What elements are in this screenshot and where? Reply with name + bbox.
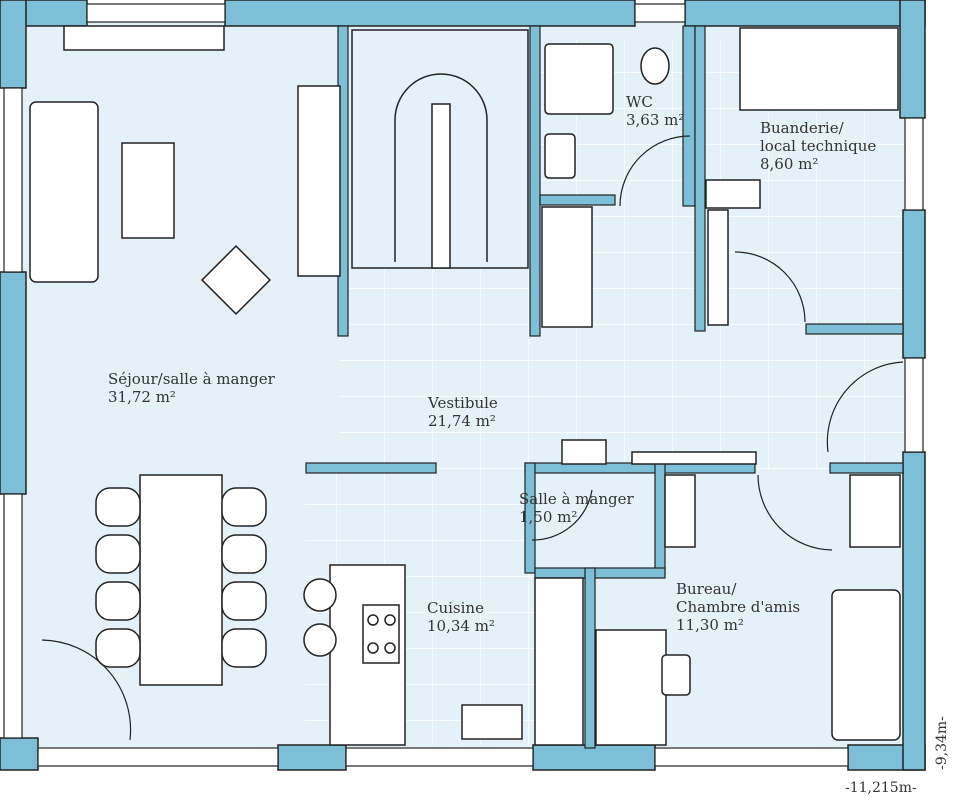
room-name: Salle à manger xyxy=(519,490,634,508)
armchair xyxy=(200,244,272,316)
room-area: 11,30 m² xyxy=(676,616,744,634)
room-area: 1,50 m² xyxy=(519,508,578,526)
dining-chairs xyxy=(95,487,267,668)
cooktop xyxy=(362,604,400,664)
sink xyxy=(544,133,576,179)
sofa xyxy=(29,101,99,283)
room-name: WC xyxy=(626,93,653,111)
room-name: Séjour/salle à manger xyxy=(108,370,275,388)
room-name-line2: local technique xyxy=(760,137,877,155)
width-dimension: -11,215m- xyxy=(845,780,917,796)
room-area: 8,60 m² xyxy=(760,155,819,173)
kitchen-cabinets xyxy=(534,577,584,746)
room-area: 10,34 m² xyxy=(427,617,495,635)
room-area: 3,63 m² xyxy=(626,111,685,129)
wc-cabinet xyxy=(541,206,593,328)
desk-chair xyxy=(661,654,691,696)
room-name: Vestibule xyxy=(428,394,498,412)
laundry-counter xyxy=(739,27,899,111)
furniture xyxy=(29,25,901,746)
cabinet xyxy=(297,85,341,277)
windows xyxy=(3,3,924,767)
outer-walls xyxy=(0,0,926,771)
room-area: 31,72 m² xyxy=(108,388,176,406)
kitchen-sink xyxy=(461,704,523,740)
toilet xyxy=(640,47,670,85)
guest-sofa xyxy=(831,589,901,741)
door-swings xyxy=(41,135,904,741)
interior-walls xyxy=(305,25,904,749)
room-name: Buanderie/ xyxy=(760,119,844,137)
room-name: Bureau/ xyxy=(676,580,737,598)
depth-dimension: -9,34m- xyxy=(934,716,950,770)
desk xyxy=(595,629,667,746)
room-area: 21,74 m² xyxy=(428,412,496,430)
shower xyxy=(544,43,614,115)
room-name: Cuisine xyxy=(427,599,484,617)
room-name-line2: Chambre d'amis xyxy=(676,598,801,616)
dining-table xyxy=(139,474,223,686)
coffee-table xyxy=(121,142,175,239)
